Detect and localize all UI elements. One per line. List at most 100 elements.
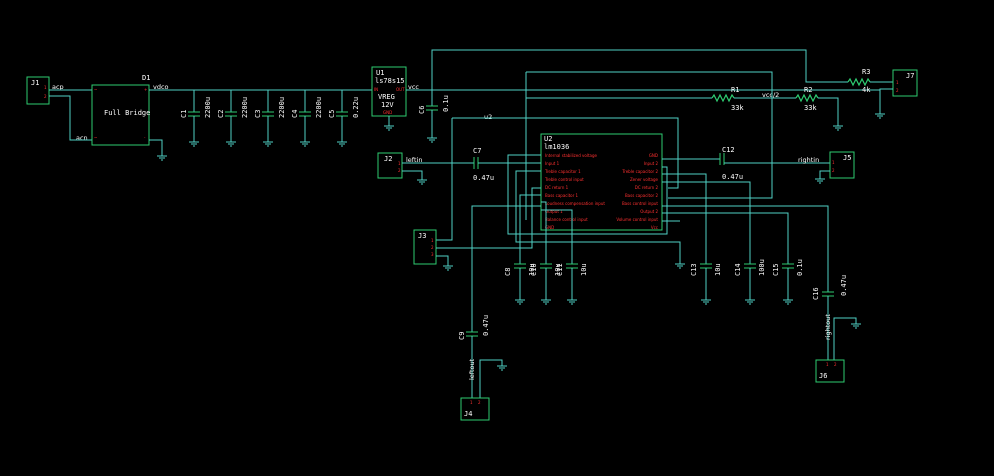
u1-type: VREG [378, 93, 395, 101]
capacitor-c13[interactable]: C13 10u [690, 263, 722, 305]
cap-value: 10u [714, 263, 722, 276]
c7-value: 0.47u [473, 174, 494, 182]
u2-pin-label: Output 2 [640, 209, 658, 214]
svg-text:2: 2 [431, 245, 434, 250]
cap-ref: C13 [690, 263, 698, 276]
c12-value: 0.47u [722, 173, 743, 181]
u2-pin-label: Volume control input [616, 217, 658, 222]
svg-text:3: 3 [431, 252, 434, 257]
cap-ref: C4 [291, 110, 299, 118]
cap-ref: C15 [772, 263, 780, 276]
cap-ref: C8 [504, 268, 512, 276]
c9-value: 0.47u [482, 315, 490, 336]
cap-ref: C10 [530, 263, 538, 276]
c16-ref: C16 [812, 287, 820, 300]
u2-pin-label: Input 2 [644, 161, 659, 166]
net-rightout-label: rightout [824, 314, 832, 340]
u1-ref: U1 [376, 69, 384, 77]
connector-j7[interactable]: J7 1 2 [892, 69, 918, 97]
connector-j4[interactable]: 1 2 J4 [460, 397, 490, 421]
svg-text:1: 1 [44, 85, 47, 90]
cap-ref: C5 [328, 110, 336, 118]
u2-pin-label: GND [649, 153, 658, 158]
net-acn-label: acn [76, 134, 88, 142]
capacitor-c14[interactable]: C14 100u [734, 259, 766, 305]
u2-pin-label: Vcc [651, 225, 658, 230]
svg-text:1: 1 [398, 161, 401, 166]
u1-pin-gnd: GND [383, 110, 392, 115]
u2-pin-label: Zener voltage [630, 177, 659, 182]
connector-j5[interactable]: J5 1 2 [829, 151, 855, 179]
connector-j3[interactable]: J3 1 2 3 [413, 229, 437, 265]
net-u2-label: u2 [484, 113, 492, 121]
connector-j1[interactable]: J1 1 2 [26, 76, 50, 105]
regulator-u1[interactable]: U1 ls78s15 IN OUT VREG 12V GND [371, 66, 407, 117]
filter-capacitor-c1[interactable]: C1 2200u [180, 90, 212, 147]
r2-value: 33k [804, 104, 817, 112]
u2-pin-label: Treble capacitor 2 [621, 169, 658, 174]
connector-j6[interactable]: 1 2 J6 [815, 359, 845, 383]
svg-text:2: 2 [832, 168, 835, 173]
c9-ref: C9 [458, 332, 466, 340]
connector-j2[interactable]: J2 1 2 [377, 152, 403, 179]
u2-pin-label: Internal stabilized voltage [545, 153, 598, 158]
svg-text:1: 1 [832, 160, 835, 165]
cap-value: 10u [554, 263, 562, 276]
u1-pin-in: IN [374, 87, 378, 92]
u2-pin-label: Loudness compensation input [545, 201, 605, 206]
u2-pin-label: Bass control input [622, 201, 658, 206]
u2-pin-label: DC return 2 [635, 185, 659, 190]
u2-ref: U2 [544, 135, 552, 143]
ic-u2-lm1036[interactable]: U2 lm1036 Internal stabilized voltageInp… [540, 133, 663, 231]
d1-pin-ac2: ~ [94, 135, 97, 140]
cap-value: 100u [758, 259, 766, 276]
c6-value: 0.1u [442, 95, 450, 112]
bridge-rectifier-d1[interactable]: D1 Full Bridge ~ ~ + - [91, 74, 150, 146]
cap-value: 2200u [204, 97, 212, 118]
capacitor-c10[interactable]: C10 10u [530, 263, 562, 305]
c6-ref: C6 [418, 106, 426, 114]
svg-text:1: 1 [431, 238, 434, 243]
u2-pin-label: Bass capacitor 2 [625, 193, 659, 198]
cap-ref: C1 [180, 110, 188, 118]
net-vcc-half-label: vcc/2 [762, 91, 779, 99]
r2-ref: R2 [804, 86, 812, 94]
j5-ref: J5 [843, 154, 851, 162]
u2-pin-label: Treble capacitor 1 [544, 169, 581, 174]
c12-ref: C12 [722, 146, 735, 154]
u2-pin-label: Balance control input [545, 217, 588, 222]
j4-ref: J4 [464, 410, 472, 418]
svg-text:1: 1 [826, 362, 829, 367]
u2-pin-label: Input 1 [545, 161, 560, 166]
r3-value: 4k [862, 86, 871, 94]
svg-text:2: 2 [44, 94, 47, 99]
r1-value: 33k [731, 104, 744, 112]
u2-pin-label: Bass capacitor 1 [545, 193, 579, 198]
u2-pin-label: Treble control input [544, 177, 584, 182]
svg-text:2: 2 [478, 400, 481, 405]
cap-value: 2200u [315, 97, 323, 118]
u2-right-pins: GND Input 2 Treble capacitor 2 Zener voltag… [616, 153, 658, 230]
cap-ref: C14 [734, 263, 742, 276]
cap-value: 10u [580, 263, 588, 276]
cap-ref: C2 [217, 110, 225, 118]
net-rightin-label: rightin [798, 156, 819, 164]
d1-label: Full Bridge [104, 109, 150, 117]
j6-ref: J6 [819, 372, 827, 380]
u1-pin-out: OUT [396, 87, 405, 92]
filter-capacitor-c4[interactable]: C4 2200u [291, 90, 323, 147]
j2-ref: J2 [384, 155, 392, 163]
cap-ref: C3 [254, 110, 262, 118]
svg-text:2: 2 [896, 88, 899, 93]
u1-volts: 12V [381, 101, 394, 109]
